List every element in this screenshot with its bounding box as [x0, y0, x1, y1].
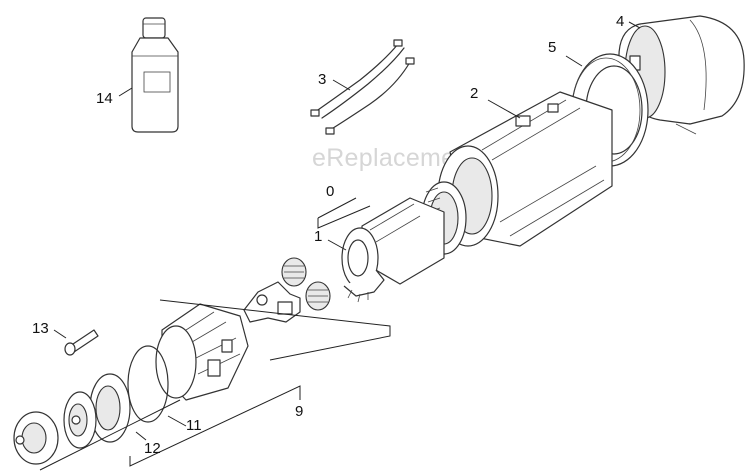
- leader-9-bracket-top: [159, 299, 391, 361]
- part-3-wire-harness[interactable]: [310, 39, 415, 135]
- callout-4[interactable]: 4: [616, 13, 624, 30]
- leader-13: [53, 329, 67, 339]
- callout-14[interactable]: 14: [96, 90, 113, 107]
- callout-12[interactable]: 12: [144, 440, 161, 457]
- callout-0[interactable]: 0: [326, 183, 334, 200]
- callout-9[interactable]: 9: [295, 403, 303, 420]
- leader-2: [487, 99, 521, 119]
- callout-2[interactable]: 2: [470, 85, 478, 102]
- leader-3: [332, 79, 351, 91]
- callout-1[interactable]: 1: [314, 228, 322, 245]
- part-11-pump-housing[interactable]: [155, 303, 249, 401]
- leader-11: [167, 415, 187, 427]
- part-14-oil-bottle[interactable]: [131, 17, 179, 133]
- part-12-valve-plate-set[interactable]: [13, 373, 131, 465]
- callout-13[interactable]: 13: [32, 320, 49, 337]
- leader-0: [317, 197, 357, 219]
- leader-14: [118, 87, 133, 97]
- leader-12-bracket: [39, 399, 181, 471]
- leader-4: [628, 21, 641, 29]
- leader-1: [327, 239, 347, 251]
- part-9-piston-group[interactable]: [243, 257, 331, 323]
- leader-12: [135, 431, 147, 441]
- callout-3[interactable]: 3: [318, 71, 326, 88]
- part-13-screw[interactable]: [64, 329, 99, 356]
- callout-11[interactable]: 11: [186, 417, 202, 434]
- part-0-motor-assembly[interactable]: [361, 181, 467, 285]
- part-1-swash-plate[interactable]: [341, 227, 385, 303]
- callout-5[interactable]: 5: [548, 39, 556, 56]
- part-11-o-ring[interactable]: [127, 345, 169, 423]
- leader-5: [565, 55, 583, 67]
- leader-0-bracket: [317, 205, 371, 229]
